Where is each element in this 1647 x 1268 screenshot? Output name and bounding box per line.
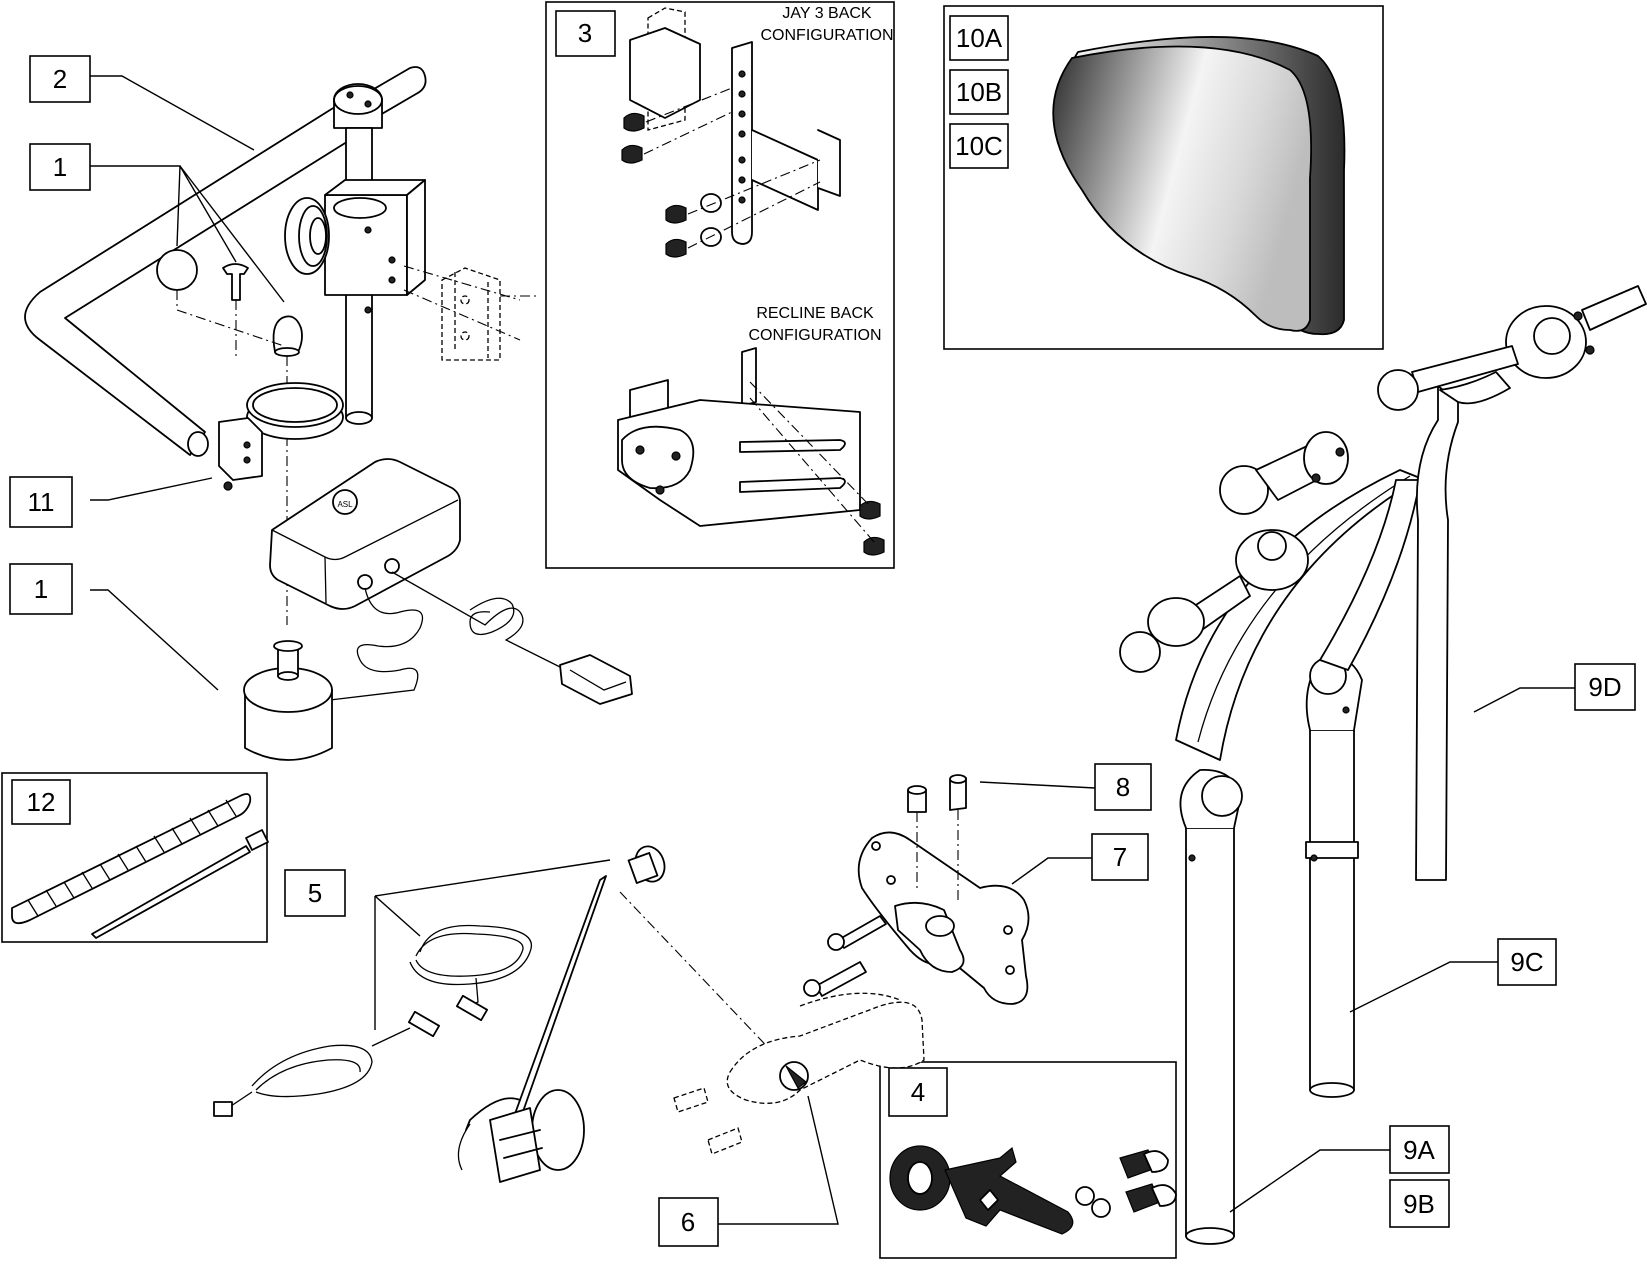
- recline-label-line2: CONFIGURATION: [748, 327, 881, 344]
- callout-2: 2: [29, 55, 91, 103]
- svg-text:10C: 10C: [955, 131, 1003, 161]
- svg-text:12: 12: [27, 787, 56, 817]
- headrest-pad-drawing: [1052, 36, 1346, 336]
- svg-text:7: 7: [1113, 842, 1127, 872]
- svg-text:1: 1: [34, 574, 48, 604]
- svg-text:3: 3: [578, 18, 592, 48]
- svg-text:10A: 10A: [956, 23, 1003, 53]
- svg-text:6: 6: [681, 1207, 695, 1237]
- svg-text:5: 5: [308, 878, 322, 908]
- ring-clamp-part: [218, 382, 344, 491]
- recline-label-line1: RECLINE BACK: [756, 305, 874, 322]
- callout-6: 6: [658, 1197, 719, 1247]
- callout-7: 7: [1091, 833, 1149, 881]
- straight-arm-9d: [1377, 285, 1647, 881]
- jay3-label-line1: JAY 3 BACK: [782, 5, 872, 22]
- panel-10-frame: [943, 5, 1384, 350]
- panel-12-frame: [1, 772, 268, 943]
- callout-8: 8: [1094, 763, 1152, 811]
- jay3-bracket-drawing: [621, 7, 841, 258]
- callout-10b: 10B: [949, 69, 1009, 115]
- bail-arm-part: [24, 66, 427, 457]
- callout-10a: 10A: [949, 15, 1009, 61]
- callout-10c: 10C: [949, 123, 1009, 169]
- svg-text:4: 4: [911, 1077, 925, 1107]
- recline-bracket-drawing: [617, 347, 885, 556]
- leader-lines: [90, 75, 1575, 1225]
- post-clamp-part: [284, 127, 426, 425]
- callout-9c: 9C: [1497, 938, 1557, 986]
- panel-4-frame: [879, 1061, 1177, 1259]
- dashed-bracket: [403, 265, 540, 361]
- interface-cables: [329, 571, 633, 705]
- svg-text:1: 1: [53, 152, 67, 182]
- svg-text:2: 2: [53, 64, 67, 94]
- cable-switch-drawing: [213, 845, 781, 1183]
- switch-interface-box: ASL: [269, 458, 461, 610]
- callout-3: 3: [555, 10, 616, 57]
- callout-11: 11: [9, 476, 73, 528]
- svg-text:10B: 10B: [956, 77, 1002, 107]
- lever-clamp-drawing: [889, 1145, 1177, 1235]
- button-switch-part: [243, 640, 333, 761]
- svg-text:8: 8: [1116, 772, 1130, 802]
- mount-plate-drawing: [673, 774, 1030, 1155]
- callout-5: 5: [284, 869, 346, 917]
- callout-12: 12: [11, 779, 71, 825]
- svg-text:9D: 9D: [1588, 672, 1621, 702]
- svg-text:9A: 9A: [1403, 1135, 1435, 1165]
- jay3-label-line2: CONFIGURATION: [760, 27, 893, 44]
- spiral-wrap-ziptie-drawing: [11, 793, 269, 939]
- svg-text:11: 11: [28, 487, 55, 517]
- articulating-arm-9c: [1305, 479, 1421, 1098]
- svg-text:9B: 9B: [1403, 1189, 1435, 1219]
- callout-9d: 9D: [1574, 663, 1636, 711]
- callout-4: 4: [888, 1067, 948, 1117]
- callout-1-top: 1: [29, 143, 91, 191]
- callout-9a: 9A: [1389, 1125, 1450, 1174]
- cap-parts: [156, 249, 303, 625]
- svg-text:9C: 9C: [1510, 947, 1543, 977]
- callout-9b: 9B: [1389, 1179, 1450, 1228]
- panel-3-frame: [545, 1, 895, 569]
- articulating-arm-9a: [1119, 431, 1421, 1245]
- svg-text:ASL: ASL: [337, 500, 353, 509]
- callout-1-bottom: 1: [9, 563, 73, 615]
